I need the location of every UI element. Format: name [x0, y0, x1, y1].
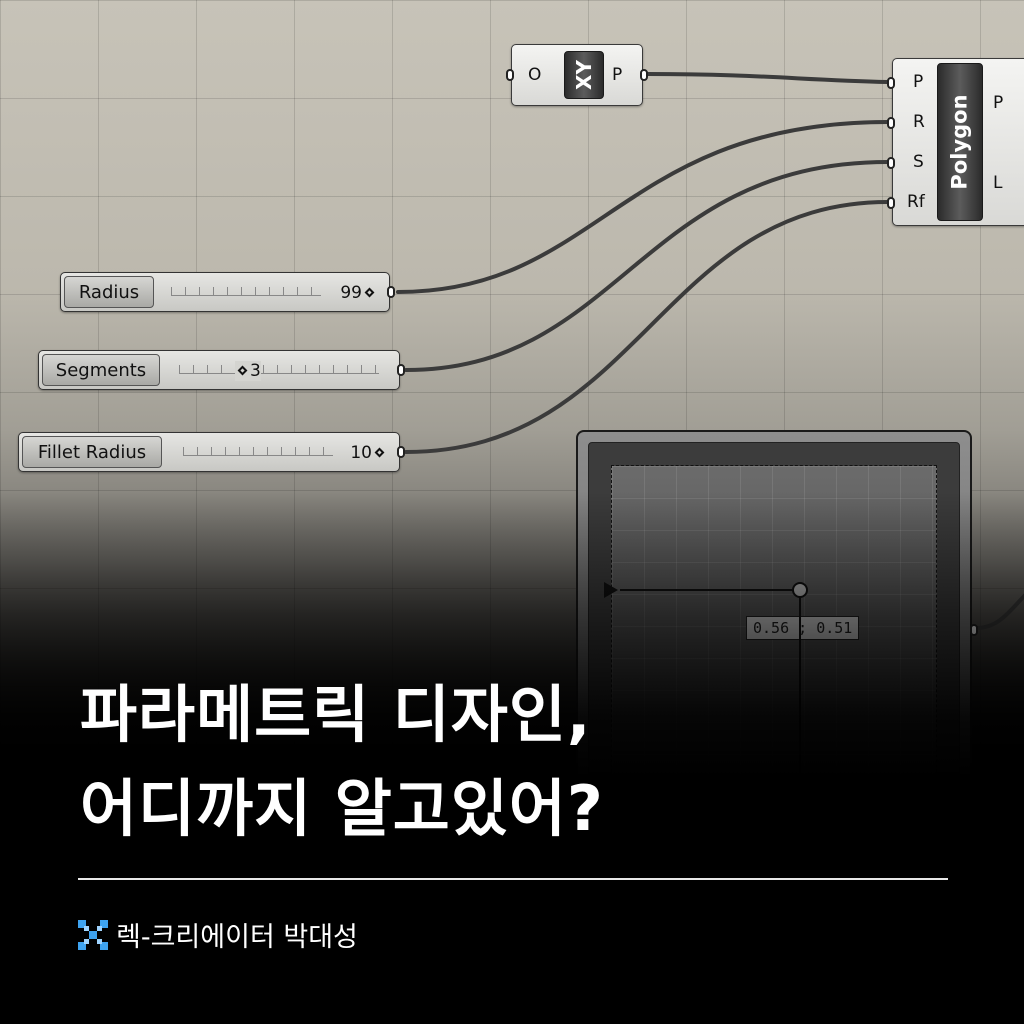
radius-slider-readout[interactable]: 99	[340, 283, 377, 303]
radius-slider-value: 99	[340, 283, 362, 303]
graph-input-arrow-icon[interactable]	[604, 582, 618, 598]
polygon-output-l: L	[993, 173, 1003, 193]
segments-slider-ticks	[179, 365, 379, 374]
segments-slider-handle-icon[interactable]	[237, 365, 248, 376]
fillet-radius-slider-readout[interactable]: 10	[350, 443, 387, 463]
xy-output-grip[interactable]	[640, 69, 648, 81]
wire-graph-output[interactable]	[974, 590, 1024, 630]
fillet-radius-slider-label: Fillet Radius	[22, 436, 162, 468]
rec-logo-icon	[78, 919, 108, 950]
wire-fillet-to-polygon-rf[interactable]	[404, 200, 890, 454]
radius-output-grip[interactable]	[387, 286, 395, 298]
radius-slider-handle-icon[interactable]	[364, 287, 375, 298]
radius-slider[interactable]: Radius 99	[60, 272, 395, 312]
fillet-radius-slider-value: 10	[350, 443, 372, 463]
graph-control-point[interactable]	[792, 582, 808, 598]
polygon-label: Polygon	[948, 94, 972, 190]
polygon-output-p: P	[993, 93, 1004, 113]
wire-radius-to-polygon-r[interactable]	[396, 120, 890, 294]
polygon-input-rf: Rf	[907, 192, 925, 212]
radius-slider-ticks	[171, 287, 321, 296]
polygon-component[interactable]: P R S Rf Polygon P L	[887, 58, 1024, 226]
polygon-input-p: P	[913, 72, 924, 92]
divider-line	[78, 878, 948, 880]
wire-xy-to-polygon-p[interactable]	[646, 72, 890, 84]
fillet-radius-slider-handle-icon[interactable]	[374, 447, 385, 458]
polygon-input-rf-grip[interactable]	[887, 197, 895, 209]
xy-output-label: P	[612, 65, 623, 85]
xy-input-label: O	[528, 65, 542, 85]
polygon-core[interactable]: Polygon	[937, 63, 983, 221]
byline-text: 렉-크리에이터 박대성	[116, 922, 358, 953]
segments-slider-value: 3	[250, 361, 261, 381]
fillet-radius-slider[interactable]: Fillet Radius 10	[18, 432, 405, 472]
xy-input-grip[interactable]	[506, 69, 514, 81]
xy-plane-core[interactable]: XY	[564, 51, 604, 99]
polygon-input-s: S	[913, 152, 924, 172]
headline-line-2: 어디까지 알고있어?	[80, 772, 604, 845]
wire-segments-to-polygon-s[interactable]	[404, 160, 890, 372]
polygon-input-r-grip[interactable]	[887, 117, 895, 129]
segments-slider-readout[interactable]: 3	[235, 361, 261, 381]
byline: 렉-크리에이터 박대성	[78, 915, 358, 954]
graph-output-grip[interactable]	[970, 624, 978, 636]
segments-output-grip[interactable]	[397, 364, 405, 376]
xy-plane-component[interactable]: O XY P	[506, 44, 648, 106]
fillet-radius-slider-ticks	[183, 447, 333, 456]
polygon-input-p-grip[interactable]	[887, 77, 895, 89]
radius-slider-label: Radius	[64, 276, 154, 308]
segments-slider[interactable]: Segments 3	[38, 350, 405, 390]
segments-slider-label: Segments	[42, 354, 160, 386]
headline: 파라메트릭 디자인, 어디까지 알고있어?	[80, 668, 960, 856]
xy-plane-label: XY	[572, 60, 596, 90]
polygon-input-s-grip[interactable]	[887, 157, 895, 169]
headline-line-1: 파라메트릭 디자인,	[80, 678, 592, 751]
polygon-input-r: R	[913, 112, 925, 132]
fillet-output-grip[interactable]	[397, 446, 405, 458]
